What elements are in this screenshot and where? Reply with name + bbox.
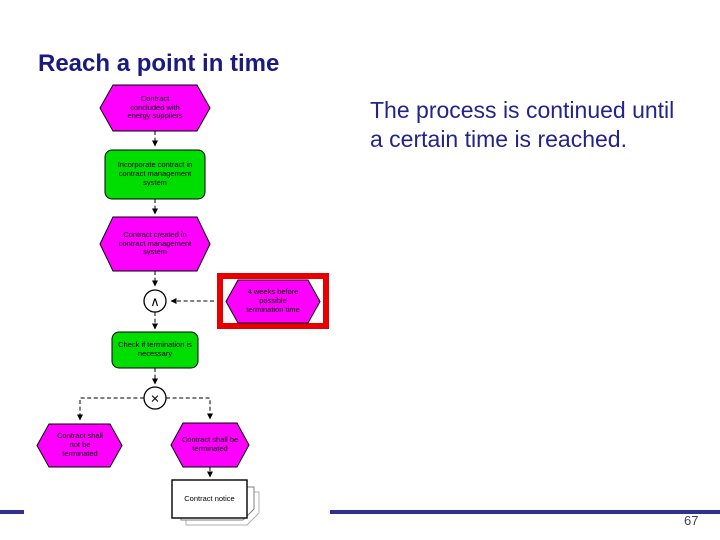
page-number: 67 — [684, 513, 699, 528]
event-4-weeks-before-shape — [225, 279, 321, 324]
xor-connector — [143, 386, 167, 410]
event-shall-be-terminated-shape — [170, 422, 250, 468]
footer-accent-bar-left — [0, 510, 24, 514]
and-connector-symbol: ∧ — [150, 294, 160, 309]
slide-title: Reach a point in time — [38, 50, 280, 77]
event-shall-not-be-terminated-shape — [36, 423, 123, 468]
highlight-frame — [217, 273, 329, 329]
edge-group — [77, 131, 214, 478]
xor-connector-symbol: × — [151, 391, 160, 408]
edge-xor-to-not-terminated — [77, 397, 144, 421]
event-contract-created-shape — [99, 216, 211, 272]
slide-body-text: The process is continued until a certain… — [370, 97, 675, 152]
document-contract-notice-shape — [171, 479, 248, 519]
and-connector — [143, 289, 167, 313]
event-contract-concluded-shape — [99, 84, 211, 132]
function-check-termination-shape — [111, 331, 199, 369]
edge-xor-to-terminated — [166, 397, 213, 420]
function-incorporate-contract-shape — [104, 149, 206, 200]
footer-accent-bar-right — [330, 510, 720, 514]
